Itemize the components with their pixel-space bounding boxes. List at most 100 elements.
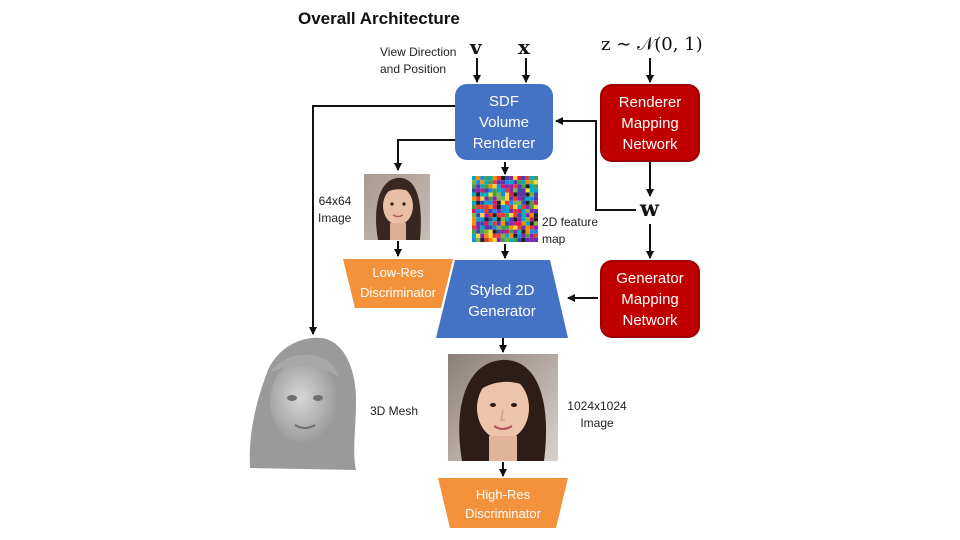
feature-map-cell: [496, 221, 501, 226]
feature-map-cell: [472, 213, 477, 218]
feature-map-cell: [509, 233, 514, 238]
feature-map-cell: [484, 188, 489, 193]
feature-map-cell: [521, 217, 526, 222]
feature-map-cell: [509, 217, 514, 222]
feature-map-cell: [488, 225, 493, 230]
feature-map-cell: [517, 176, 522, 181]
feature-map-cell: [500, 204, 506, 210]
feature-map-cell: [472, 221, 477, 226]
feature-map-cell: [500, 229, 506, 234]
feature-map-cell: [484, 237, 489, 243]
feature-map-cell: [521, 176, 526, 181]
v-symbol: v: [470, 35, 482, 59]
feature-map-cell: [488, 221, 493, 226]
feature-map-cell: [521, 204, 526, 210]
feature-map-cell: [496, 196, 501, 201]
feature-map-cell: [513, 221, 518, 226]
feature-map-cell: [533, 213, 539, 218]
feature-map-cell: [509, 209, 514, 214]
feature-map-cell: [505, 221, 510, 226]
feature-map-cell: [533, 217, 539, 222]
feature-map-cell: [476, 192, 481, 197]
feature-map-cell: [500, 184, 506, 189]
feature-map-cell: [505, 225, 510, 230]
feature-map-cell: [472, 225, 477, 230]
feature-map-cell: [492, 188, 497, 193]
feature-map-cell: [484, 233, 489, 238]
arrow-sdf-to-low-image: [394, 139, 455, 171]
feature-map-cell: [517, 233, 522, 238]
feature-map-cell: [492, 237, 497, 243]
feature-map-cell: [480, 221, 485, 226]
feature-map-cell: [509, 192, 514, 197]
feature-map-cell: [500, 237, 506, 243]
feature-map-cell: [505, 192, 510, 197]
feature-map-cell: [521, 229, 526, 234]
feature-map-cell: [525, 229, 530, 234]
feature-map-cell: [472, 180, 477, 185]
feature-map-cell: [529, 213, 534, 218]
feature-map-cell: [488, 209, 493, 214]
feature-map-cell: [533, 180, 539, 185]
feature-map-cell: [476, 237, 481, 243]
feature-map-cell: [525, 237, 530, 243]
feature-map-cell: [533, 221, 539, 226]
high-res-image-label-text: 1024x1024 Image: [567, 399, 627, 430]
feature-map-cell: [505, 229, 510, 234]
feature-map-cell: [517, 204, 522, 210]
feature-map-cell: [476, 225, 481, 230]
feature-map-cell: [484, 192, 489, 197]
feature-map-cell: [488, 196, 493, 201]
feature-map-cell: [496, 209, 501, 214]
feature-map-cell: [509, 180, 514, 185]
feature-map-cell: [521, 225, 526, 230]
sdf-volume-renderer-block: SDF Volume Renderer: [455, 84, 553, 160]
feature-map-cell: [476, 176, 481, 181]
feature-map-cell: [484, 229, 489, 234]
feature-map-cell: [472, 192, 477, 197]
feature-map-cell: [476, 209, 481, 214]
feature-map-cell: [500, 221, 506, 226]
feature-map-cell: [533, 192, 539, 197]
feature-map-cell: [521, 209, 526, 214]
feature-map-cell: [500, 225, 506, 230]
feature-map-cell: [509, 184, 514, 189]
feature-map-cell: [521, 184, 526, 189]
feature-map-cell: [500, 217, 506, 222]
feature-map-cell: [525, 209, 530, 214]
feature-map-cell: [517, 188, 522, 193]
feature-map-cell: [521, 192, 526, 197]
feature-map-cell: [521, 200, 526, 205]
feature-map-cell: [500, 176, 506, 181]
feature-map-cell: [517, 213, 522, 218]
feature-map-cell: [492, 217, 497, 222]
feature-map-cell: [509, 200, 514, 205]
feature-map-cell: [533, 229, 539, 234]
feature-map-cell: [492, 200, 497, 205]
feature-map-cell: [500, 213, 506, 218]
feature-map-cell: [488, 200, 493, 205]
feature-map-cell: [521, 213, 526, 218]
feature-map-cell: [476, 180, 481, 185]
feature-map-cell: [476, 229, 481, 234]
feature-map-cell: [472, 217, 477, 222]
feature-map-cell: [496, 184, 501, 189]
feature-map-cell: [488, 180, 493, 185]
feature-map-cell: [517, 221, 522, 226]
feature-map-cell: [509, 204, 514, 210]
feature-map-cell: [480, 225, 485, 230]
feature-map-label: 2D feature map: [542, 215, 599, 246]
feature-map-cell: [496, 225, 501, 230]
feature-map-cell: [525, 184, 530, 189]
feature-map-cell: [529, 217, 534, 222]
feature-map-cell: [533, 184, 539, 189]
feature-map-cell: [525, 180, 530, 185]
feature-map-cell: [492, 180, 497, 185]
generator-mapping-network-block: Generator Mapping Network: [600, 260, 700, 338]
feature-map-cell: [529, 200, 534, 205]
feature-map-cell: [480, 213, 485, 218]
feature-map-cell: [480, 180, 485, 185]
